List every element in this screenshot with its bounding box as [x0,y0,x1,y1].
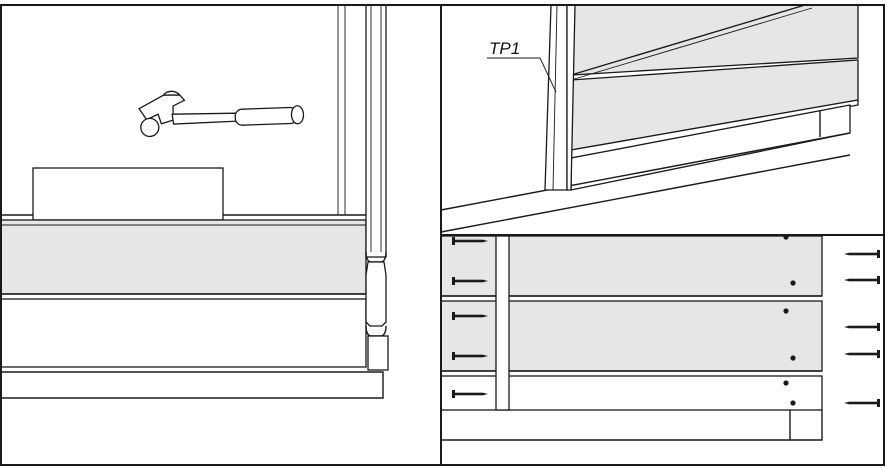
callout-leader [539,57,557,93]
nail-hole-icon [783,234,796,406]
lower-board [0,298,367,368]
bottom-right-panel [440,234,880,441]
upper-board [0,219,367,295]
vertical-stud [495,235,510,411]
panel-frames [0,4,885,466]
left-panel [0,4,389,399]
grooved-post [365,4,389,371]
top-block [32,167,224,221]
screw-icon [452,237,488,398]
top-right-panel: TP1 [440,4,859,233]
callout-label: TP1 [489,39,520,58]
screw-icon [844,250,880,407]
hammer-icon [138,90,305,138]
